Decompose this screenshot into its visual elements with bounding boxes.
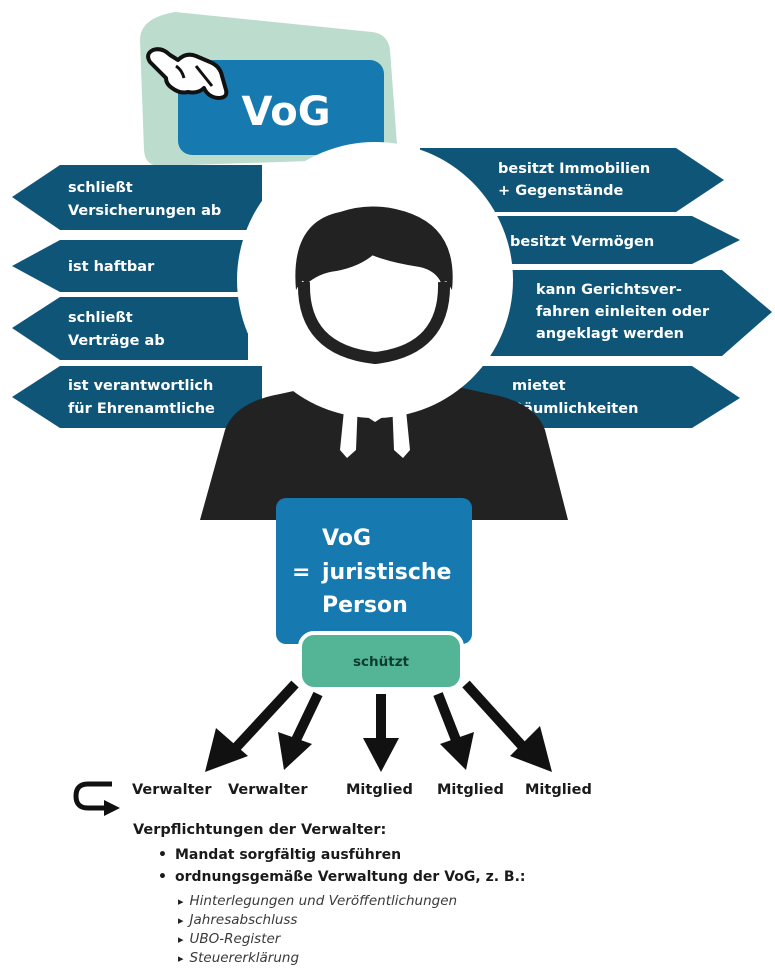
duty-sub-item: Hinterlegungen und Veröffentlichungen (178, 893, 458, 909)
protects-label-box: schützt (298, 631, 464, 691)
svg-text:schließt: schließt (68, 180, 133, 196)
svg-text:VoG: VoG (322, 526, 371, 551)
down-arrow-icon (205, 680, 299, 772)
svg-text:VoG: VoG (241, 89, 330, 135)
left-arrow-1: schließt Versicherungen ab (12, 165, 262, 230)
duty-sub-item: Steuererklärung (178, 950, 300, 966)
duties-title: Verpflichtungen der Verwalter: (133, 822, 387, 838)
svg-text:fahren einleiten oder: fahren einleiten oder (536, 304, 710, 320)
down-arrow-icon (433, 692, 474, 770)
svg-text:mietet: mietet (512, 378, 566, 394)
vog-badge: VoG (178, 60, 384, 155)
svg-text:schützt: schützt (353, 654, 410, 670)
down-arrow-icon (462, 680, 552, 772)
role-verwalter-2: Verwalter (228, 782, 308, 798)
person-icon (200, 142, 568, 520)
left-arrow-4: ist verantwortlich für Ehrenamtliche (12, 366, 262, 428)
return-arrow-icon (73, 781, 120, 816)
duty-bullet: ordnungsgemäße Verwaltung der VoG, z. B.… (158, 869, 526, 885)
duty-sub-item: Jahresabschluss (178, 912, 298, 928)
right-arrow-3: kann Gerichtsver- fahren einleiten oder … (455, 270, 772, 356)
svg-text:juristische: juristische (321, 560, 451, 585)
duty-sub-item: UBO-Register (178, 931, 281, 947)
down-arrow-icon (278, 691, 323, 770)
center-vog-box: VoG = juristische Person (276, 498, 472, 644)
role-mitglied-2: Mitglied (437, 782, 504, 798)
svg-text:Verträge ab: Verträge ab (68, 333, 165, 349)
svg-text:Versicherungen ab: Versicherungen ab (68, 203, 221, 219)
svg-text:angeklagt werden: angeklagt werden (536, 326, 684, 342)
svg-text:ist haftbar: ist haftbar (68, 259, 155, 275)
left-arrow-2: ist haftbar (12, 240, 248, 292)
role-mitglied-1: Mitglied (346, 782, 413, 798)
svg-text:Räumlichkeiten: Räumlichkeiten (512, 401, 638, 417)
svg-text:=: = (292, 560, 310, 585)
right-arrow-1: besitzt Immobilien + Gegenstände (420, 148, 724, 212)
svg-text:ist verantwortlich: ist verantwortlich (68, 378, 213, 394)
down-arrow-icon (363, 694, 399, 772)
svg-text:besitzt Vermögen: besitzt Vermögen (510, 234, 654, 250)
svg-text:Person: Person (322, 593, 408, 618)
left-arrow-3: schließt Verträge ab (12, 297, 248, 360)
svg-text:kann Gerichtsver-: kann Gerichtsver- (536, 282, 682, 298)
role-mitglied-3: Mitglied (525, 782, 592, 798)
svg-text:besitzt Immobilien: besitzt Immobilien (498, 161, 650, 177)
svg-text:für Ehrenamtliche: für Ehrenamtliche (68, 401, 215, 417)
svg-text:schließt: schließt (68, 310, 133, 326)
role-verwalter-1: Verwalter (132, 782, 212, 798)
svg-text:+ Gegenstände: + Gegenstände (498, 183, 624, 199)
hand-pointer-icon (146, 47, 229, 100)
duty-bullet: Mandat sorgfältig ausführen (158, 847, 401, 863)
right-arrow-2: besitzt Vermögen (445, 216, 740, 264)
